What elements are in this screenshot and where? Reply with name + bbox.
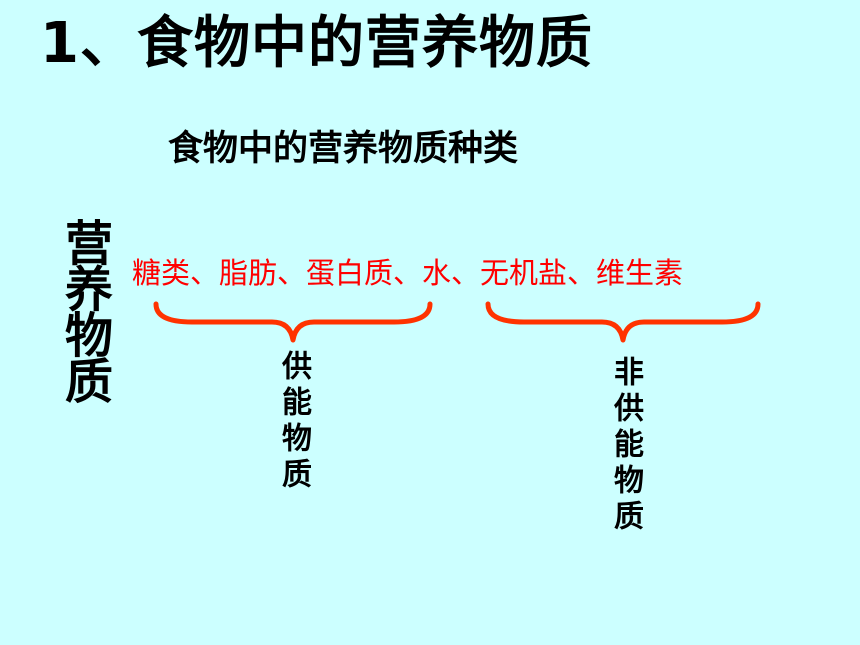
non-energy-brace-path [485,301,761,343]
energy-group-label: 供能物质 [276,350,311,494]
nutrients-side-label: 营养物质 [56,218,112,402]
slide-subtitle: 食物中的营养物质种类 [168,129,519,169]
non-energy-brace [485,301,761,343]
nutrient-list: 糖类、脂肪、蛋白质、水、无机盐、维生素 [132,256,684,290]
non-energy-group-label: 非供能物质 [608,356,643,536]
energy-brace-path [153,301,433,343]
slide-title: 1、食物中的营养物质 [40,11,593,76]
energy-brace [153,301,433,343]
